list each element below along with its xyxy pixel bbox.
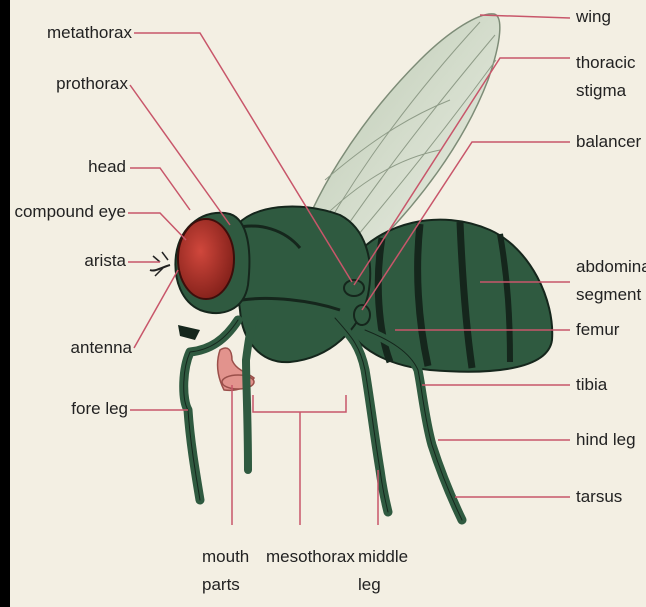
label-tibia: tibia (576, 374, 607, 396)
label-tarsus: tarsus (576, 486, 622, 508)
label-mouth-parts-line2: parts (202, 574, 240, 596)
label-arista: arista (10, 250, 126, 272)
label-balancer: balancer (576, 131, 641, 153)
label-prothorax: prothorax (10, 73, 128, 95)
label-compound-eye: compound eye (10, 201, 126, 223)
line-head (130, 168, 190, 210)
line-mesothorax-bracket (253, 395, 346, 412)
label-antenna: antenna (10, 337, 132, 359)
front-leg-2-shape (246, 312, 255, 470)
label-metathorax: metathorax (10, 22, 132, 44)
label-femur: femur (576, 319, 619, 341)
label-thoracic-stigma-line2: stigma (576, 80, 626, 102)
label-middle-leg-line1: middle (358, 546, 408, 568)
label-abdominal-segment-line1: abdominal (576, 256, 646, 278)
label-mouth-parts-line1: mouth (202, 546, 249, 568)
label-middle-leg-line2: leg (358, 574, 381, 596)
line-prothorax (130, 85, 230, 225)
abdomen-shape (341, 220, 552, 372)
label-head: head (10, 156, 126, 178)
label-thoracic-stigma-line1: thoracic (576, 52, 636, 74)
line-compound-eye (128, 213, 186, 240)
label-mesothorax: mesothorax (266, 546, 355, 568)
diagram-canvas: metathorax prothorax head compound eye a… (10, 0, 646, 607)
label-wing: wing (576, 6, 611, 28)
label-fore-leg: fore leg (10, 398, 128, 420)
label-hind-leg: hind leg (576, 429, 636, 451)
fore-leg-shape (184, 320, 238, 500)
line-antenna (134, 270, 178, 348)
label-abdominal-segment-line2: segment (576, 284, 641, 306)
